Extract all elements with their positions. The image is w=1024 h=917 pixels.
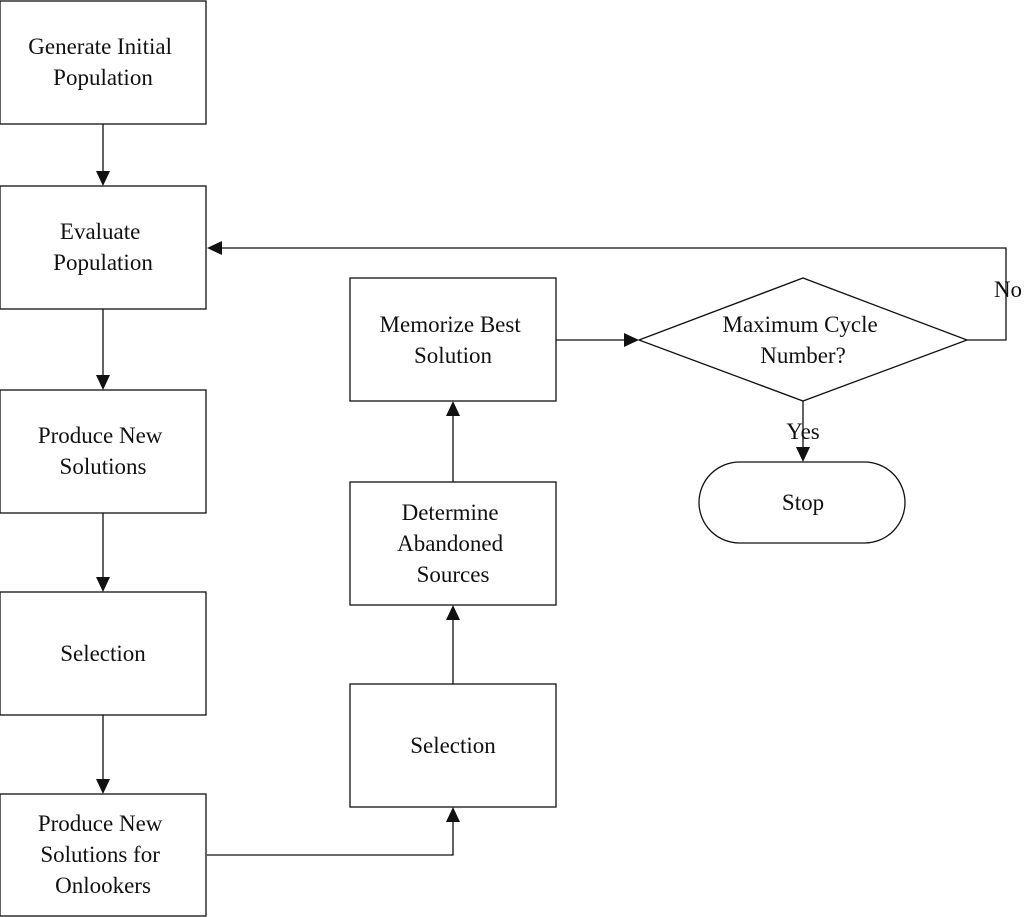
process-box xyxy=(0,389,207,514)
node-label-line: Produce New xyxy=(38,811,163,836)
node-label: Produce New Solutions for Onlookers xyxy=(38,811,168,898)
node-selection-left: Selection xyxy=(0,591,207,716)
node-label: Evaluate Population xyxy=(53,219,153,275)
node-label-line: Maximum Cycle xyxy=(723,312,878,337)
arrowhead-evaluate-right xyxy=(207,241,222,255)
node-label: Selection xyxy=(410,733,496,758)
node-label-line: Selection xyxy=(60,641,146,666)
node-label-line: Generate Initial xyxy=(28,34,172,59)
node-label-line: Sources xyxy=(417,562,490,587)
node-label-line: Produce New xyxy=(38,423,163,448)
node-determine-abandoned-sources: Determine Abandoned Sources xyxy=(349,481,557,606)
node-label-line: Population xyxy=(53,250,153,275)
node-label-line: Population xyxy=(53,65,153,90)
node-label-line: Number? xyxy=(760,343,846,368)
node-label-line: Onlookers xyxy=(55,873,151,898)
node-label: Memorize Best Solution xyxy=(380,312,527,368)
node-selection-middle: Selection xyxy=(349,683,557,808)
node-label-line: Solutions for xyxy=(40,842,160,867)
node-label: Produce New Solutions xyxy=(38,423,168,479)
node-label: Maximum Cycle Number? xyxy=(723,312,884,368)
arrowhead-onlookers-top xyxy=(96,779,110,794)
node-memorize-best-solution: Memorize Best Solution xyxy=(349,277,557,402)
process-box xyxy=(0,0,207,125)
node-stop: Stop xyxy=(698,461,906,544)
node-produce-new-solutions: Produce New Solutions xyxy=(0,389,207,514)
arrowhead-evaluate-top xyxy=(96,171,110,186)
node-label-line: Evaluate xyxy=(60,219,140,244)
node-produce-new-solutions-for-onlookers: Produce New Solutions for Onlookers xyxy=(0,793,207,917)
edge-decision-no-to-evaluate xyxy=(222,247,1007,341)
edge-label-no: No xyxy=(994,277,1022,302)
process-box xyxy=(0,591,207,716)
node-label-line: Stop xyxy=(782,490,824,515)
edge-label-yes: Yes xyxy=(786,419,820,444)
node-maximum-cycle-decision: Maximum Cycle Number? xyxy=(637,277,969,402)
arrowhead-determine-bottom xyxy=(446,605,460,620)
edge-onlookers-to-selection-mid xyxy=(207,822,454,856)
node-label-line: Solution xyxy=(414,343,492,368)
process-box xyxy=(349,683,557,808)
node-generate-initial-population: Generate Initial Population xyxy=(0,0,207,125)
node-evaluate-population: Evaluate Population xyxy=(0,185,207,310)
decision-diamond xyxy=(637,277,969,402)
process-box xyxy=(349,481,557,606)
arrowhead-produce-top xyxy=(96,375,110,390)
arrowhead-selection-left-top xyxy=(96,577,110,592)
node-label-line: Selection xyxy=(410,733,496,758)
arrowhead-stop-top xyxy=(796,447,810,462)
arrowhead-decision-left xyxy=(624,333,639,347)
node-label-line: Solutions xyxy=(60,454,147,479)
node-label: Determine Abandoned Sources xyxy=(397,500,509,587)
node-label: Generate Initial Population xyxy=(28,34,177,90)
node-label-line: Memorize Best xyxy=(380,312,522,337)
arrowhead-memorize-bottom xyxy=(446,401,460,416)
terminator-shape xyxy=(698,461,906,544)
node-label-line: Abandoned xyxy=(397,531,504,556)
node-label: Selection xyxy=(60,641,146,666)
node-label: Stop xyxy=(782,490,824,515)
process-box xyxy=(0,793,207,917)
process-box xyxy=(349,277,557,402)
connectors xyxy=(96,124,1007,856)
node-label-line: Determine xyxy=(402,500,499,525)
arrowhead-selection-mid-bottom xyxy=(446,807,460,822)
process-box xyxy=(0,185,207,310)
